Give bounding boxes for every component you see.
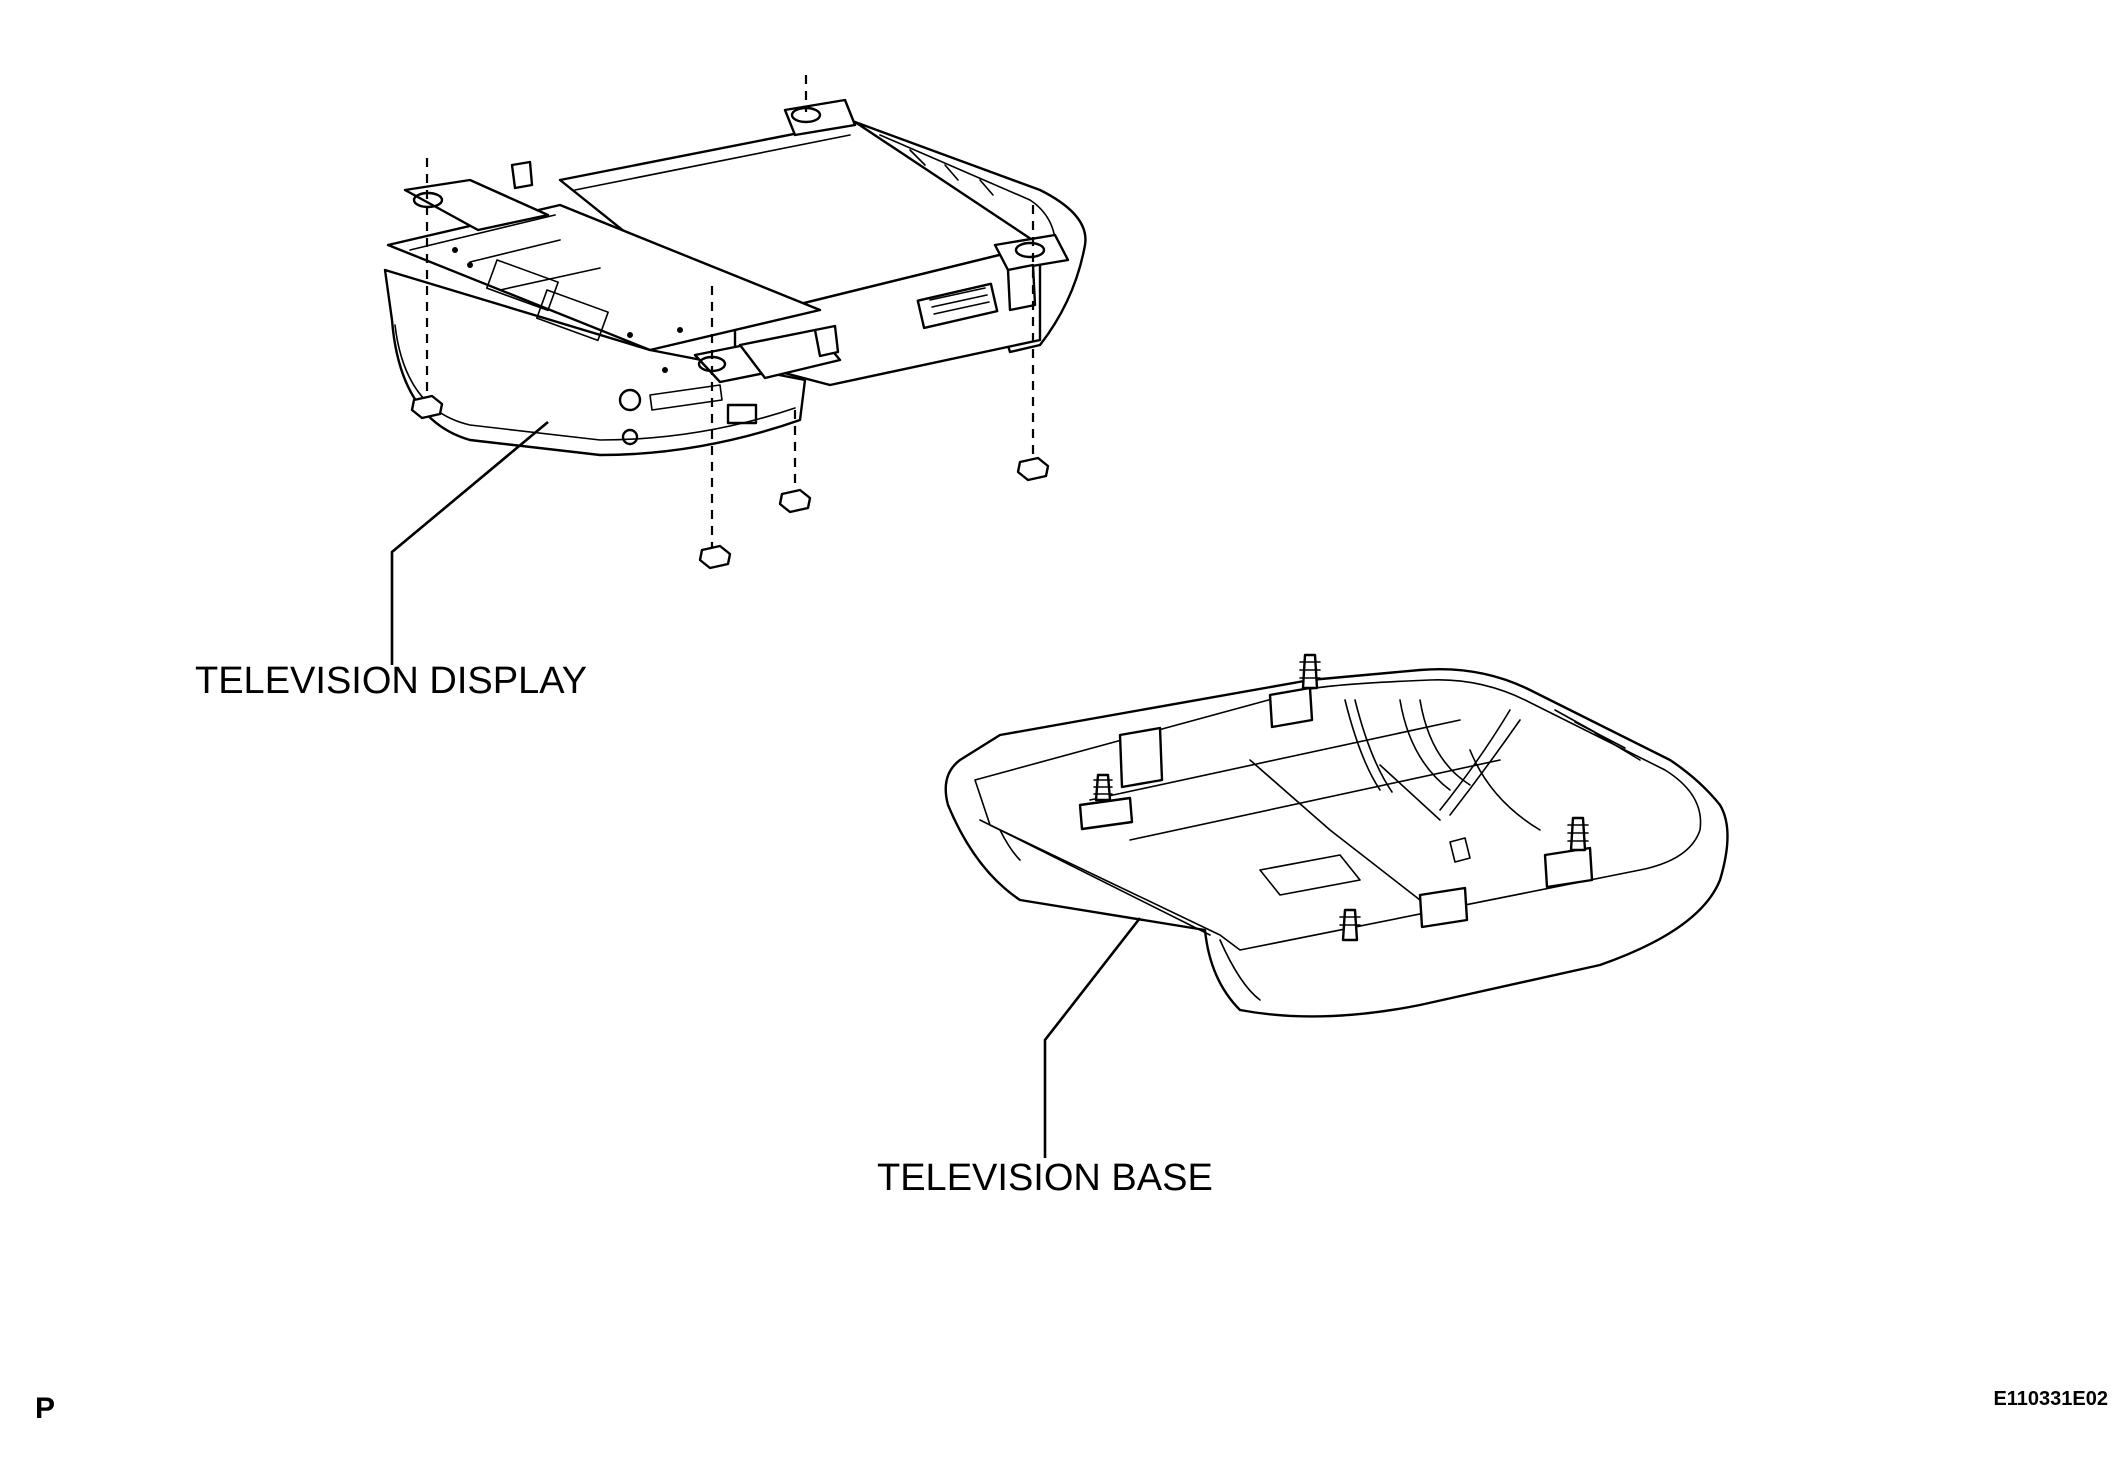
page-marker: P	[35, 1392, 55, 1425]
television-base-drawing	[944, 653, 1729, 1018]
base-leader-line	[1043, 917, 1142, 1158]
television-display-drawing	[383, 75, 1087, 570]
television-display-label: TELEVISION DISPLAY	[195, 660, 587, 702]
display-leader-line	[390, 421, 549, 665]
figure-code: E110331E02	[1993, 1388, 2108, 1410]
television-base-label: TELEVISION BASE	[877, 1157, 1213, 1199]
